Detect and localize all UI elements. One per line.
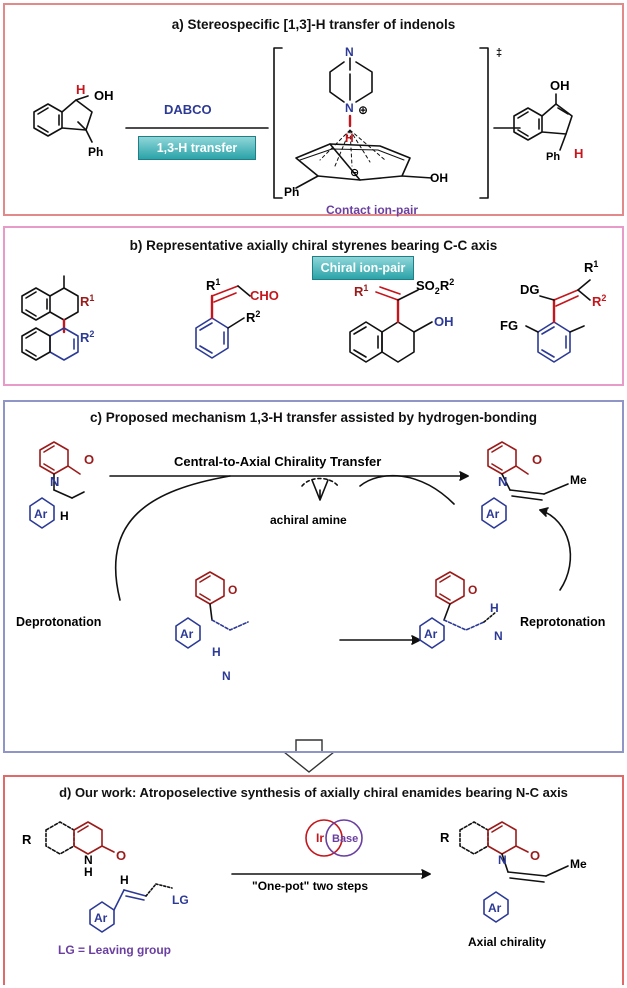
ar-right: Ar — [488, 901, 502, 915]
n-sub-c: N — [50, 474, 59, 489]
ar-ion-left: Ar — [180, 627, 194, 641]
cycle-icon — [305, 819, 363, 857]
panel-d-title: d) Our work: Atroposelective synthesis o… — [59, 785, 568, 800]
dabco-n-top: N — [345, 45, 354, 59]
dabco-n-bottom: N — [345, 101, 354, 115]
minus-sign: ⊖ — [350, 167, 359, 179]
oh-right: OH — [550, 78, 570, 93]
r2-s4: R2 — [592, 293, 606, 309]
styrene-1 — [21, 275, 79, 361]
styrene-3 — [349, 286, 433, 363]
dabco-cage — [329, 57, 373, 103]
o-ion-right: O — [468, 583, 477, 597]
enamide-product — [459, 821, 569, 923]
ar-prod-c: Ar — [486, 507, 500, 521]
panel-b-title: b) Representative axially chiral styrene… — [129, 238, 498, 253]
dabco-label: DABCO — [164, 102, 212, 117]
h-left: H — [84, 865, 93, 879]
oh-s3: OH — [434, 314, 454, 329]
ph-label-left: Ph — [88, 145, 103, 159]
ir-label: Ir — [316, 831, 324, 845]
panel-c-title: c) Proposed mechanism 1,3-H transfer ass… — [89, 410, 538, 425]
plus-sign: ⊕ — [358, 103, 368, 117]
ts-label: Contact ion-pair — [326, 203, 418, 217]
ph-ts: Ph — [284, 185, 299, 199]
h-allyl: H — [120, 873, 129, 887]
deprotonation-label: Deprotonation — [16, 615, 101, 629]
lg-label: LG — [172, 893, 189, 907]
r1-s2: R1 — [206, 277, 220, 293]
o-ion-left: O — [228, 583, 237, 597]
n-right: N — [498, 853, 507, 867]
h-ion-left: H — [212, 645, 221, 659]
h-ion-right: H — [490, 601, 499, 615]
h-sub-c: H — [60, 509, 69, 523]
oh-label: OH — [94, 88, 114, 103]
ar-ion-right: Ar — [424, 627, 438, 641]
o-left: O — [116, 848, 126, 863]
styrene-4 — [525, 279, 591, 363]
panel-c: c) Proposed mechanism 1,3-H transfer ass… — [3, 400, 624, 753]
ar-allyl: Ar — [94, 911, 108, 925]
me-right: Me — [570, 857, 587, 871]
indenol-right — [513, 93, 573, 151]
n-left: N — [84, 853, 93, 867]
quinolinone-left — [45, 821, 115, 855]
n-amine-left: N — [222, 669, 231, 683]
h-right: H — [574, 146, 583, 161]
amine-icon — [301, 477, 339, 501]
panel-b: b) Representative axially chiral styrene… — [3, 226, 624, 386]
ar-sub-c: Ar — [34, 507, 48, 521]
amine-label: achiral amine — [270, 513, 347, 527]
base-label: Base — [332, 833, 358, 845]
lg-definition: LG = Leaving group — [58, 943, 171, 957]
oh-ts: OH — [430, 171, 448, 185]
cho-s2: CHO — [250, 288, 279, 303]
h-label-left: H — [76, 82, 85, 97]
me-prod-c: Me — [570, 473, 587, 487]
chiral-ion-pair-box: Chiral ion-pair — [312, 256, 414, 280]
dagger: ‡ — [496, 47, 502, 59]
transfer-label-box: 1,3-H transfer — [138, 136, 256, 160]
o-prod-c: O — [532, 452, 542, 467]
n-prod-c: N — [498, 474, 507, 489]
dg-s4: DG — [520, 282, 540, 297]
panel-d: d) Our work: Atroposelective synthesis o… — [3, 775, 624, 985]
ion-pair-left — [175, 571, 249, 649]
so2r2-s3: SO2R2 — [416, 277, 454, 296]
n-amine-right: N — [494, 629, 503, 643]
r1-s3: R1 — [354, 283, 368, 299]
o-sub-c: O — [84, 452, 94, 467]
styrene-2 — [195, 285, 251, 359]
r-left: R — [22, 832, 32, 847]
o-right: O — [530, 848, 540, 863]
indenol-left — [33, 95, 93, 143]
r2-s2: R2 — [246, 309, 260, 325]
r1-s1: R1 — [80, 293, 94, 309]
onepot-label: "One-pot" two steps — [252, 879, 368, 893]
allyl-substrate — [89, 883, 173, 933]
substrate-c — [29, 441, 85, 529]
axial-chirality-label: Axial chirality — [468, 935, 546, 949]
panel-a: a) Stereospecific [1,3]-H transfer of in… — [3, 3, 624, 216]
h-transfer: H — [345, 131, 354, 145]
r1-s4: R1 — [584, 259, 598, 275]
r-right: R — [440, 830, 450, 845]
reprotonation-label: Reprotonation — [520, 615, 605, 629]
ion-pair-right — [419, 571, 497, 649]
ph-right: Ph — [546, 151, 560, 163]
top-arrow-label: Central-to-Axial Chirality Transfer — [174, 454, 381, 469]
r2-s1: R2 — [80, 329, 94, 345]
product-c — [481, 441, 569, 529]
panel-a-title: a) Stereospecific [1,3]-H transfer of in… — [171, 17, 456, 32]
indenyl-anion — [295, 143, 433, 189]
fg-s4: FG — [500, 318, 518, 333]
